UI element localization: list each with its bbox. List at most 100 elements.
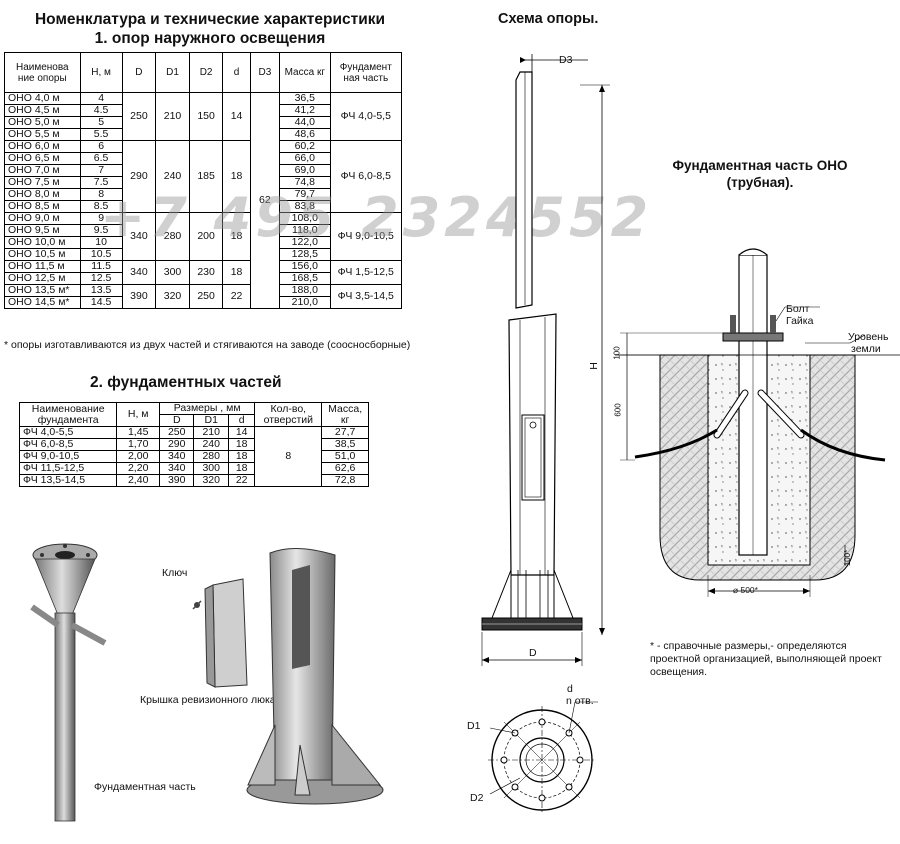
foundations-table-header: Наименование фундамента Н, м Размеры , м… xyxy=(18,402,369,427)
foundation-dd: 22 xyxy=(227,474,256,487)
group-foundation: ФЧ 3,5-14,5 xyxy=(329,284,402,309)
label-bolt: Болт xyxy=(786,303,810,315)
pole-height: 8.5 xyxy=(79,200,123,213)
label-d2: D2 xyxy=(470,792,484,804)
label-level: Уровень xyxy=(848,331,889,343)
group-d2: 185 xyxy=(188,140,224,213)
foundation-3d-illustration xyxy=(30,543,107,822)
foundation-dd: 18 xyxy=(227,438,256,451)
pole-mass: 156,0 xyxy=(279,260,331,273)
group-foundation: ФЧ 1,5-12,5 xyxy=(329,260,402,285)
pole-name: ОНО 5,5 м xyxy=(4,128,81,141)
pole-height: 12.5 xyxy=(79,272,123,285)
label-nut: Гайка xyxy=(786,315,814,327)
poles-table-header: Наименова ние опоры Н, м D D1 D2 d D3 Ма… xyxy=(4,52,402,93)
poles-table: Наименова ние опоры Н, м D D1 D2 d D3 Ма… xyxy=(4,52,402,309)
col-dd: d xyxy=(222,52,251,93)
foundation-dd: 14 xyxy=(227,426,256,439)
foundation-dd: 18 xyxy=(227,462,256,475)
group-d1: 210 xyxy=(155,92,190,141)
col-mass: Масса кг xyxy=(279,52,331,93)
col-d1: D1 xyxy=(155,52,190,93)
col-d2: D2 xyxy=(188,52,224,93)
pole-name: ОНО 9,0 м xyxy=(4,212,81,225)
group-dd: 18 xyxy=(222,260,251,285)
foundation-d: 390 xyxy=(158,474,195,487)
col-f-d: D xyxy=(158,414,195,427)
group-d1: 320 xyxy=(155,284,190,309)
foundation-dd: 18 xyxy=(227,450,256,463)
label-d1: D1 xyxy=(467,720,481,732)
pole-name: ОНО 12,5 м xyxy=(4,272,81,285)
pole-name: ОНО 13,5 м* xyxy=(4,284,81,297)
label-dim-600: 600 xyxy=(613,403,623,417)
group-dd: 22 xyxy=(222,284,251,309)
col-d3: D3 xyxy=(249,52,281,93)
foundation-height: 1,45 xyxy=(116,426,160,439)
pole-height: 7 xyxy=(79,164,123,177)
scheme-title: Схема опоры. xyxy=(498,11,599,27)
foundation-part-title: Фундаментная часть ОНО (трубная). xyxy=(640,157,880,191)
pole-base-3d-illustration xyxy=(246,547,384,805)
group-d: 250 xyxy=(121,92,157,141)
pole-height: 11.5 xyxy=(79,260,123,273)
label-dim-500: ⌀ 500* xyxy=(733,585,758,595)
foundation-mass: 38,5 xyxy=(321,438,369,451)
pole-height: 10.5 xyxy=(79,248,123,261)
main-title: Номенклатура и технические характеристик… xyxy=(34,11,386,28)
pole-name: ОНО 6,5 м xyxy=(4,152,81,165)
pole-name: ОНО 8,0 м xyxy=(4,188,81,201)
pole-height: 5.5 xyxy=(79,128,123,141)
foundation-mass: 27,7 xyxy=(321,426,369,439)
pole-mass: 44,0 xyxy=(279,116,331,129)
pole-name: ОНО 10,5 м xyxy=(4,248,81,261)
phone-watermark: +7 495 2324552 xyxy=(100,186,653,249)
pole-name: ОНО 9,5 м xyxy=(4,224,81,237)
label-foundation-part: Фундаментная часть xyxy=(94,781,196,793)
label-d-small: d xyxy=(567,683,573,695)
pole-name: ОНО 4,0 м xyxy=(4,92,81,105)
foundation-d: 340 xyxy=(158,462,195,475)
label-h: Н xyxy=(587,362,600,370)
foundation-d: 340 xyxy=(158,450,195,463)
col-f-sizes: Размеры , мм xyxy=(158,402,256,415)
foundation-part-title-line2: (трубная). xyxy=(726,175,794,190)
pole-mass: 128,5 xyxy=(279,248,331,261)
foundation-height: 2,20 xyxy=(116,462,160,475)
group-d: 340 xyxy=(121,260,157,285)
foundation-d: 250 xyxy=(158,426,195,439)
pole-name: ОНО 4,5 м xyxy=(4,104,81,117)
pole-height: 6.5 xyxy=(79,152,123,165)
foundation-height: 1,70 xyxy=(116,438,160,451)
foundation-name: ФЧ 4,0-5,5 xyxy=(18,426,118,439)
d3-value: 62 xyxy=(249,92,281,309)
label-d: D xyxy=(529,647,537,659)
label-key: Ключ xyxy=(162,567,188,579)
pole-name: ОНО 5,0 м xyxy=(4,116,81,129)
foundation-section-drawing xyxy=(615,248,900,597)
group-d2: 250 xyxy=(188,284,224,309)
pole-name: ОНО 7,5 м xyxy=(4,176,81,189)
foundation-name: ФЧ 6,0-8,5 xyxy=(18,438,118,451)
group-foundation: ФЧ 9,0-10,5 xyxy=(329,212,402,261)
group-d1: 240 xyxy=(155,140,190,213)
label-dim-100b: 100* xyxy=(843,549,853,567)
pole-mass: 69,0 xyxy=(279,164,331,177)
pole-height: 13.5 xyxy=(79,284,123,297)
group-d: 290 xyxy=(121,140,157,213)
col-f-name: Наименование фундамента xyxy=(18,402,118,427)
foundation-part-title-line1: Фундаментная часть ОНО xyxy=(672,158,848,173)
reference-dimensions-note: * - справочные размеры,- определяются пр… xyxy=(650,640,882,678)
foundation-d1: 300 xyxy=(193,462,229,475)
